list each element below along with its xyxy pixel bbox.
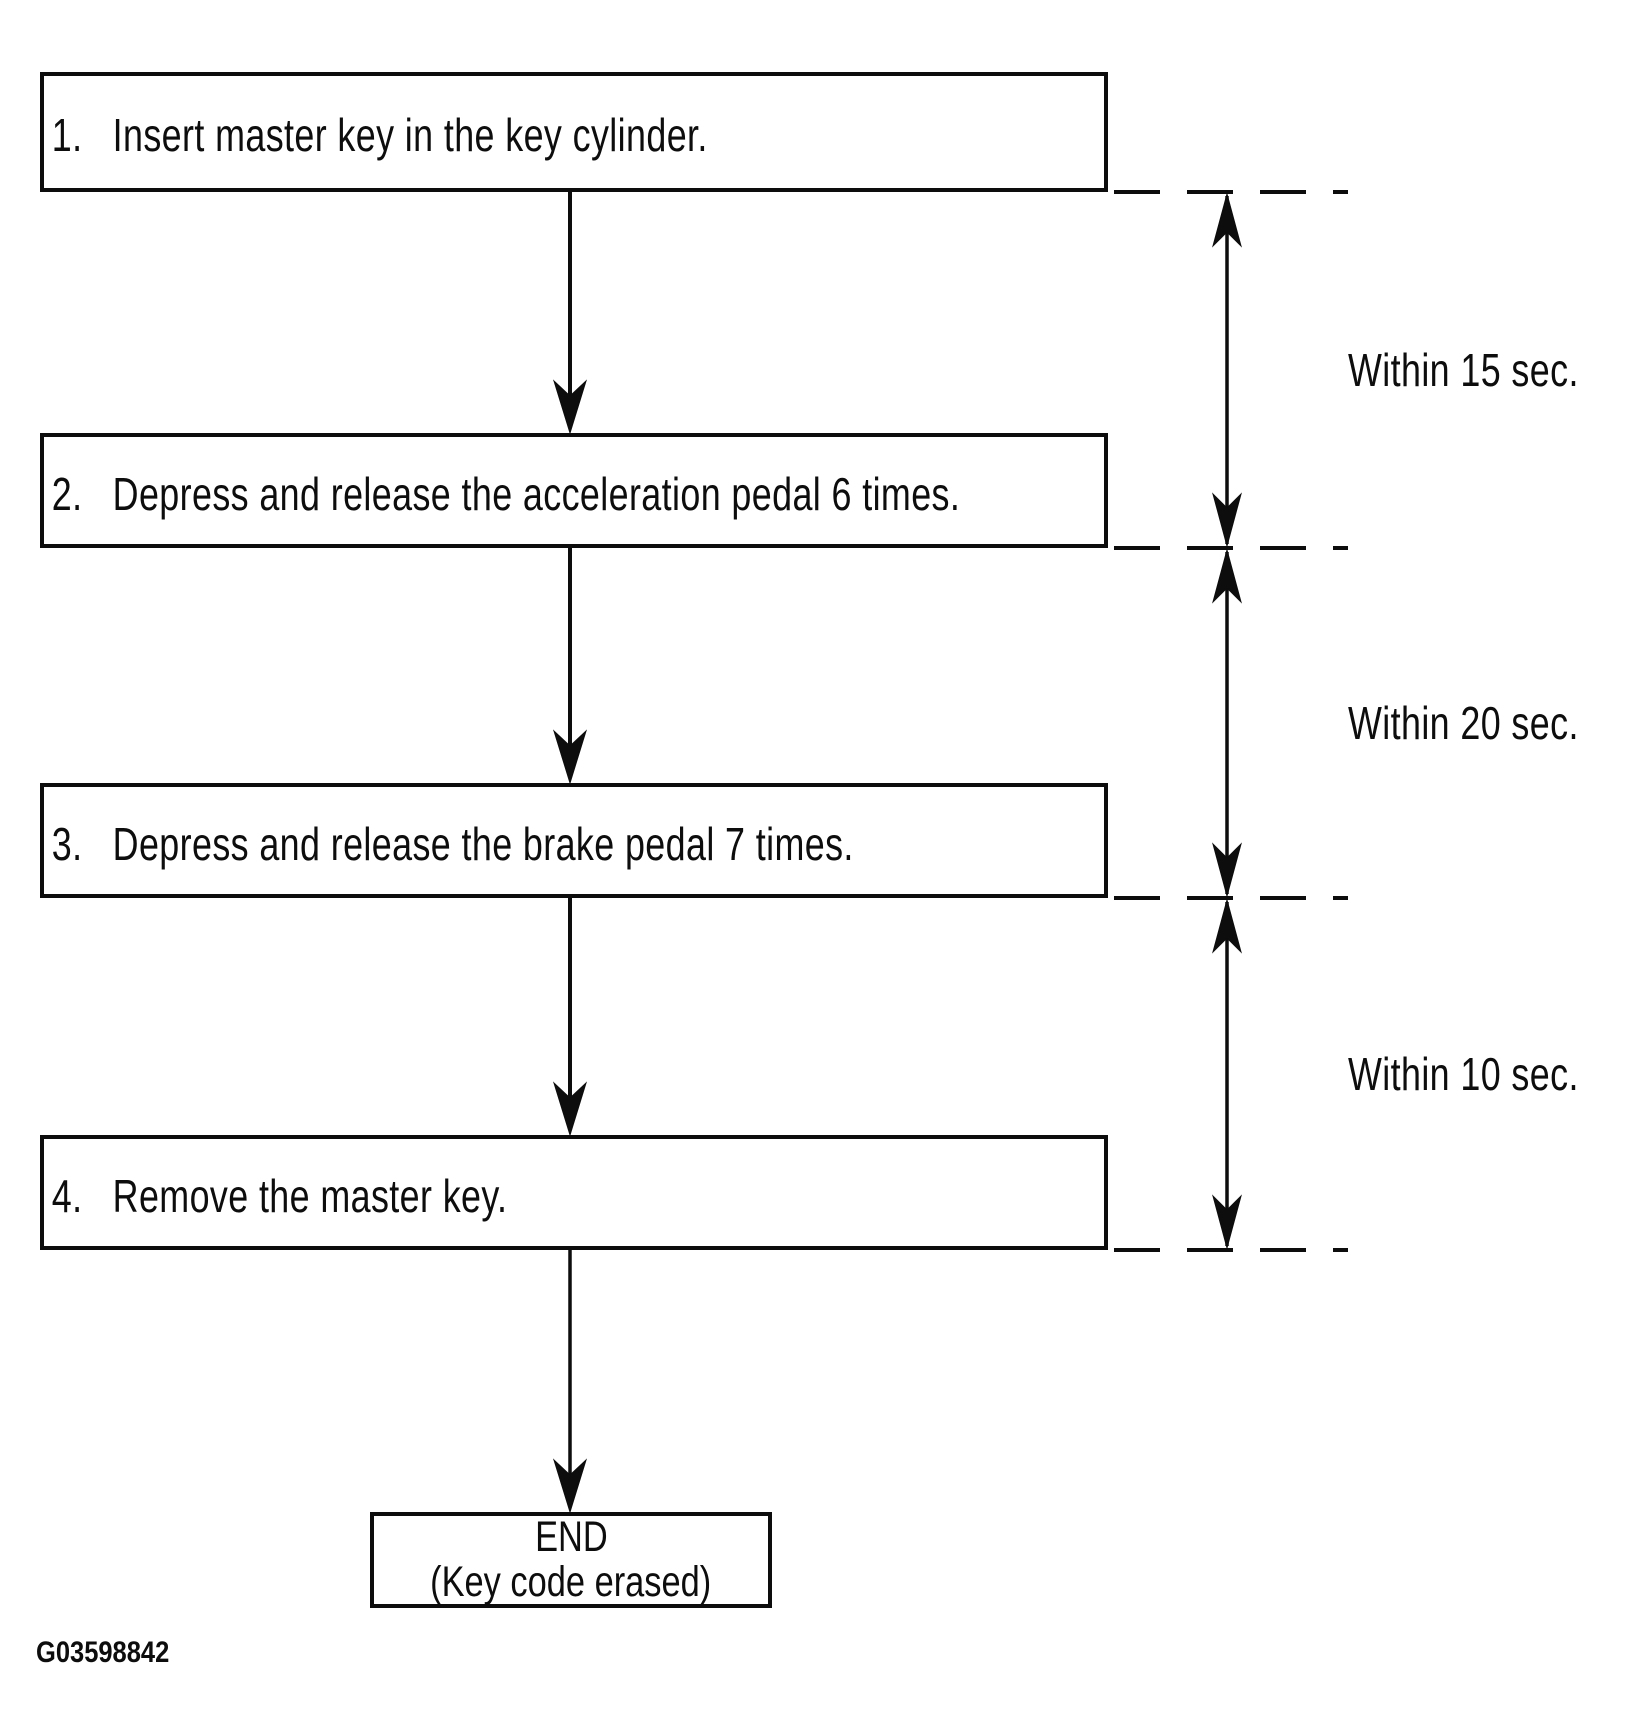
step-text: Depress and release the brake pedal 7 ti… [112, 817, 854, 870]
step-box-2: 2. Depress and release the acceleration … [40, 433, 1108, 548]
dashed-reference-lines [1114, 190, 1348, 1252]
flow-arrow-step2-to-step3 [552, 548, 588, 785]
timing-arrow-10sec [1212, 898, 1242, 1250]
flow-arrow-step1-to-step2 [552, 192, 588, 435]
step-text: Insert master key in the key cylinder. [112, 109, 708, 161]
step-label: 3. Depress and release the brake pedal 7… [44, 815, 854, 867]
timing-label-10sec: Within 10 sec. [1348, 1048, 1579, 1100]
step-number: 1. [51, 109, 83, 161]
timing-label-20sec: Within 20 sec. [1348, 697, 1579, 749]
step-box-1: 1. Insert master key in the key cylinder… [40, 72, 1108, 192]
end-box: END (Key code erased) [370, 1512, 772, 1608]
step-box-4: 4. Remove the master key. [40, 1135, 1108, 1250]
step-text: Remove the master key. [112, 1169, 508, 1222]
step-text: Depress and release the acceleration ped… [112, 467, 961, 520]
step-box-3: 3. Depress and release the brake pedal 7… [40, 783, 1108, 898]
end-title: END [534, 1512, 608, 1561]
flow-arrow-step4-to-end [552, 1250, 588, 1514]
step-number: 3. [51, 817, 83, 870]
timing-label-15sec: Within 15 sec. [1348, 344, 1579, 396]
step-number: 2. [51, 467, 83, 520]
timing-arrow-15sec [1212, 192, 1242, 548]
figure-code: G03598842 [36, 1636, 170, 1669]
end-subtitle: (Key code erased) [430, 1558, 712, 1606]
step-label: 2. Depress and release the acceleration … [44, 465, 960, 517]
step-label: 1. Insert master key in the key cylinder… [44, 106, 708, 158]
step-number: 4. [51, 1169, 83, 1222]
step-label: 4. Remove the master key. [44, 1167, 507, 1219]
flow-arrow-step3-to-step4 [552, 898, 588, 1137]
timing-arrow-20sec [1212, 548, 1242, 898]
